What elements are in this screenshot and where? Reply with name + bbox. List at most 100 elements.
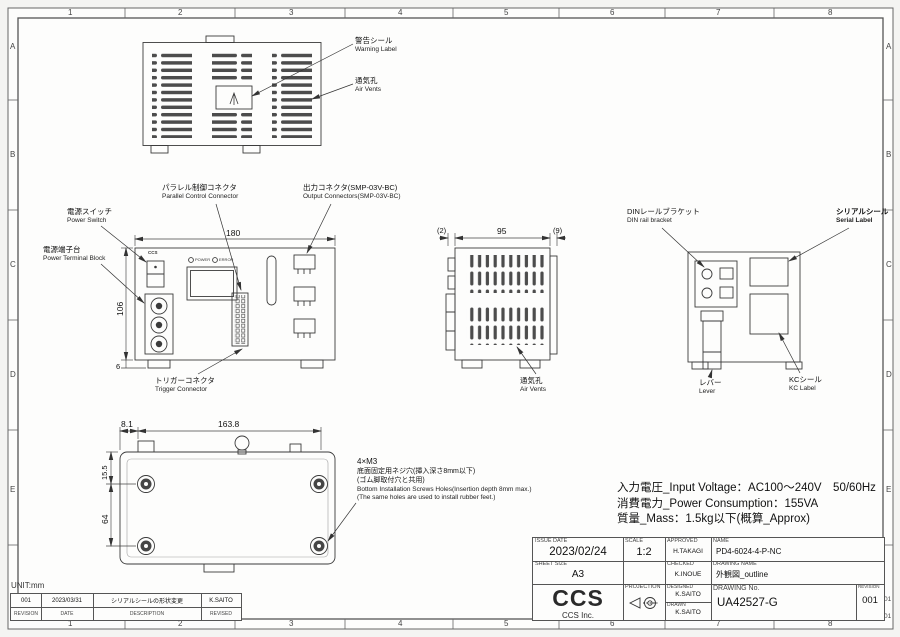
callout-din-rail-bracket: DINレールブラケット DIN rail bracket [627,207,700,225]
drawn-cell: DRAWN K.SAITO [665,602,712,620]
note-line: (The same holes are used to install rubb… [357,494,496,502]
callout-air-vents-top: 通気孔 Air Vents [355,76,381,94]
checked-value: K.INOUE [674,570,702,578]
grid-col-label: 5 [504,619,509,628]
scale-value: 1:2 [636,545,652,558]
label-jp: 出力コネクタ(SMP-03V-BC) [303,183,398,192]
grid-col-label: 4 [398,8,403,17]
revision-header-date: DATE [41,607,94,620]
bottom-view [119,435,336,573]
scale-label: SCALE [625,538,644,544]
grid-col-label: 4 [398,619,403,628]
spare-cell [623,561,666,585]
top-view [142,35,322,154]
power-led [188,257,194,263]
grid-col-label: 1 [68,619,73,628]
logo-cell: CCS CCS Inc. [533,584,624,620]
dim-front-foot: 6 [116,362,121,371]
callout-parallel-connector: パラレル制御コネクタ Parallel Control Connector [162,183,238,201]
name-value: PD4-6024-4-P-NC [716,546,782,556]
drawing-no-cell: DRAWING No. UA42527-G [711,584,857,620]
label-en: Air Vents [355,85,382,93]
sheet-size-value: A3 [571,568,585,580]
grid-col-label: 8 [828,619,833,628]
label-jp: パラレル制御コネクタ [162,183,237,192]
grid-col-label: 5 [504,8,509,17]
dim-bottom-width: 163.8 [218,419,240,429]
dim-bottom-top: 15.5 [100,465,109,480]
dim-front-height: 106 [115,301,125,316]
ccs-logo: CCS [552,585,604,611]
note-line: (ゴム脚取付穴と共用) [357,477,425,485]
label-en: KC Label [789,384,816,392]
designed-label: DESIGNED [667,584,694,590]
issue-date-value: 2023/02/24 [549,545,607,558]
label-en: Power Terminal Block [43,254,106,262]
note-line: 4×M3 [357,457,378,466]
revision-row-number: 001 [11,594,42,608]
rear-view [687,251,803,370]
grid-col-label: 6 [610,619,615,628]
lever-shape [702,320,722,370]
label-jp: 警告シール [355,36,393,45]
revision-label: REVISION [858,584,880,589]
revision-header-by: REVISED [210,610,232,617]
spec-power-consumption: 消費電力_Power Consumption：155VA [617,497,819,510]
front-panel-brand: CCS [148,250,158,255]
label-en: Lever [699,387,716,395]
parallel-connector-shape [231,292,249,347]
label-jp: 通気孔 [355,76,378,85]
drawn-label: DRAWN [667,602,686,608]
callout-lever: レバー Lever [699,378,722,396]
grid-row-label: B [886,150,892,159]
dim-bottom-height: 64 [100,514,110,524]
label-jp: 電源スイッチ [67,207,112,216]
drawing-no-label: DRAWING No. [713,585,760,592]
issue-date-cell: ISSUE DATE 2023/02/24 [533,538,624,562]
revision-edge-mark: 01 [884,613,892,620]
label-jp: レバー [699,378,722,387]
din-bracket-shape [694,260,738,308]
callout-bottom-screws-note: 4×M3 底面固定用ネジ穴(挿入深さ8mm以下) (ゴム脚取付穴と共用) Bot… [357,457,531,502]
drawing-name-label: DRAWING NAME [713,561,757,567]
grid-col-label: 2 [178,619,183,628]
grid-col-label: 7 [716,619,721,628]
label-en: DIN rail bracket [627,216,672,224]
front-view [134,247,336,369]
checked-cell: CHECKED K.INOUE [665,561,712,585]
label-en: Trigger Connector [155,385,208,393]
revision-row-description: シリアルシールの形状変更 [93,594,202,608]
company-name: CCS Inc. [561,611,594,620]
drawn-value: K.SAITO [675,609,701,616]
dim-bottom-offset: 8.1 [121,419,133,429]
error-led [212,257,218,263]
label-en: Serial Label [836,216,873,224]
screw-holes [137,475,328,555]
revision-header-rev: REVISION [11,607,42,620]
label-jp: 電源端子台 [43,245,81,254]
grid-col-label: 2 [178,8,183,17]
grid-col-label: 3 [289,8,294,17]
grid-row-label: A [10,42,16,51]
sheet-size-label: SHEET SIZE [535,561,567,567]
grid-row-label: C [10,260,16,269]
revision-edge-mark: 01 [884,596,892,603]
name-label: NAME [713,538,729,544]
grid-col-label: 3 [289,619,294,628]
callout-serial-label: シリアルシール Serial Label [836,207,888,225]
leader-lines [100,43,850,542]
inner-frame [17,17,884,620]
output-connectors-shape [293,254,316,338]
revision-value: 001 [862,594,878,606]
label-jp: 通気孔 [520,376,543,385]
dim-front-width: 180 [226,228,241,238]
revision-cell: REVISION 001 [856,584,884,620]
designed-value: K.SAITO [675,591,701,598]
label-en: Parallel Control Connector [162,192,239,200]
label-en: Power Switch [67,216,107,224]
grid-col-label: 7 [716,8,721,17]
drawing-no-value: UA42527-G [717,597,778,609]
note-line: Bottom Installation Screws Holes(Inserti… [357,485,532,493]
checked-label: CHECKED [667,561,694,567]
